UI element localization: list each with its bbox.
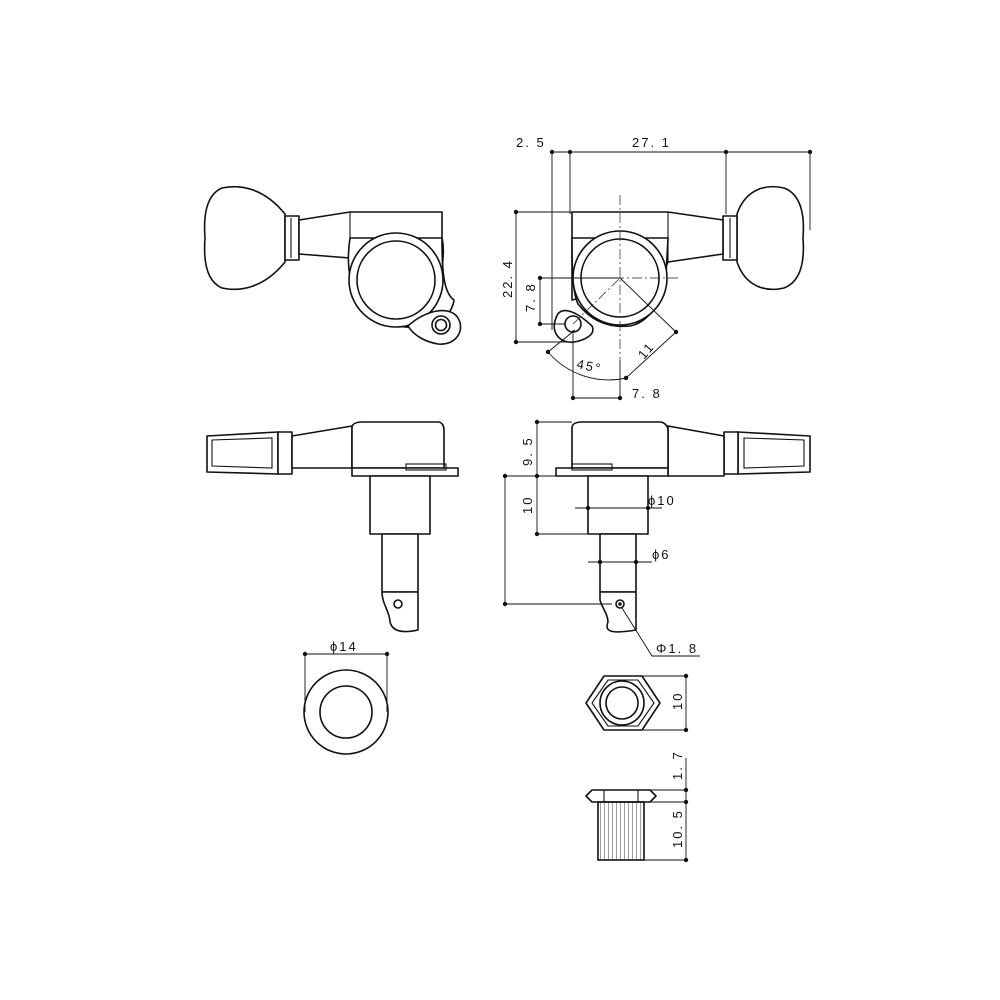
dim-bushing-length: 10. 5 bbox=[670, 809, 685, 848]
button-ferrule bbox=[284, 215, 300, 261]
dim-string-post-diameter: ϕ6 bbox=[652, 547, 671, 562]
housing-body bbox=[571, 421, 669, 469]
side-view-left bbox=[206, 421, 459, 633]
dim-ear-angle: 45° bbox=[575, 356, 603, 376]
housing-body bbox=[351, 421, 445, 469]
dim-nut-width: 10 bbox=[670, 692, 685, 710]
shaft-housing bbox=[667, 425, 725, 477]
screw-hole bbox=[434, 318, 448, 332]
washer-inner bbox=[319, 685, 373, 739]
string-post-tip bbox=[381, 591, 419, 633]
gear-cover bbox=[356, 240, 436, 320]
dim-bushing-head: 1. 7 bbox=[670, 750, 685, 780]
dim-overall-length: 27. 1 bbox=[632, 135, 671, 150]
washer-view bbox=[302, 651, 390, 755]
dim-post-diameter: ϕ10 bbox=[648, 493, 676, 508]
front-view-right bbox=[553, 185, 805, 360]
button-ferrule bbox=[277, 431, 293, 475]
dimension-lines-top bbox=[513, 149, 813, 401]
bushing-head bbox=[585, 789, 657, 803]
tuner-button bbox=[736, 185, 805, 291]
hex-nut-view bbox=[585, 673, 689, 733]
dim-ear-length: 11 bbox=[635, 339, 658, 362]
dimension-lines-middle bbox=[502, 419, 700, 657]
dim-hole-offset: 7. 8 bbox=[523, 282, 538, 312]
dim-body-height: 22. 4 bbox=[500, 259, 515, 298]
bushing-post bbox=[369, 475, 431, 535]
dim-washer-diameter: ϕ14 bbox=[330, 639, 358, 654]
dim-string-hole-diameter: Φ1. 8 bbox=[656, 641, 698, 656]
bushing-post bbox=[587, 475, 649, 535]
shaft-housing bbox=[291, 425, 353, 469]
tuner-button bbox=[203, 185, 286, 291]
bushing-view bbox=[585, 758, 689, 863]
dim-hole-distance: 7. 8 bbox=[632, 386, 662, 401]
string-post bbox=[381, 533, 419, 593]
bushing-thread bbox=[597, 801, 645, 861]
dim-body-depth: 9. 5 bbox=[520, 436, 535, 466]
string-post-tip bbox=[599, 591, 637, 633]
housing-flange bbox=[351, 467, 459, 477]
button-ferrule bbox=[723, 431, 739, 475]
side-view-right bbox=[555, 421, 811, 633]
nut-bore bbox=[605, 686, 639, 720]
dim-post-offset: 2. 5 bbox=[516, 135, 546, 150]
string-post bbox=[599, 533, 637, 593]
string-hole bbox=[393, 599, 403, 609]
dim-post-length: 10 bbox=[520, 496, 535, 514]
front-view-left bbox=[203, 185, 462, 345]
